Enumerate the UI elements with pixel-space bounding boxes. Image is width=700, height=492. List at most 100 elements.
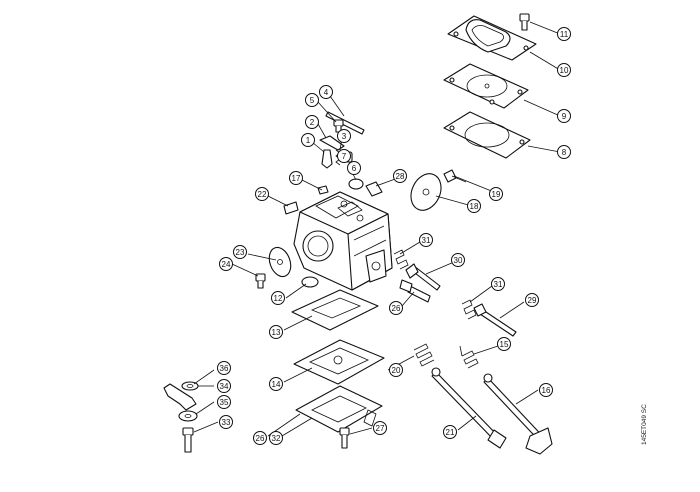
screw-19-part [443,169,467,183]
callout-4: 4 [319,85,333,99]
callout-label: 28 [396,172,405,181]
callout-5: 5 [305,93,319,107]
callout-label: 15 [500,340,509,349]
callout-label: 31 [494,280,503,289]
callout-label: 5 [310,96,315,105]
callout-label: 7 [342,152,347,161]
adjusting-screw-30-part [405,263,441,291]
callout-label: 13 [272,328,281,337]
callout-label: 10 [560,66,569,75]
callout-label: 18 [470,202,479,211]
callout-16: 16 [539,383,553,397]
leader-lines [193,21,561,437]
callout-label: 30 [454,256,463,265]
callout-22: 22 [255,187,269,201]
callout-8: 8 [557,145,571,159]
callout-20: 20 [389,363,403,377]
callout-1: 1 [301,133,315,147]
gasket-part [443,111,531,159]
adjusting-screw-26-part [399,279,431,303]
callout-label: 29 [528,296,537,305]
callout-label: 24 [222,260,231,269]
plug-part [348,178,364,190]
callout-33: 33 [219,415,233,429]
spring-15-part [459,345,479,369]
callout-32: 32 [269,431,283,445]
callout-label: 31 [422,236,431,245]
bottom-cover-part [295,385,383,433]
callout-label: 26 [256,434,265,443]
inlet-needle-part [321,149,333,169]
pin-part [325,111,365,135]
callout-3: 3 [337,129,351,143]
callout-23: 23 [233,245,247,259]
callout-label: 26 [392,304,401,313]
callout-26: 26 [253,431,267,445]
callout-11: 11 [557,27,571,41]
screw-33-part [182,427,194,453]
cover-part [447,15,537,61]
valve-part [283,201,299,215]
callout-12: 12 [271,291,285,305]
callout-label: 12 [274,294,283,303]
bracket-36-part [163,383,197,411]
callout-label: 16 [542,386,551,395]
callout-label: 35 [220,398,229,407]
callout-10: 10 [557,63,571,77]
callout-24: 24 [219,257,233,271]
screw-27-part [339,427,350,449]
callout-label: 27 [376,424,385,433]
callout-label: 32 [272,434,281,443]
callout-9: 9 [557,109,571,123]
spring-31a-part [393,249,409,270]
callout-label: 11 [560,30,569,39]
callout-label: 1 [306,136,311,145]
metering-diaphragm-part [293,339,385,385]
callout-28: 28 [393,169,407,183]
callout-label: 8 [562,148,567,157]
callout-label: 6 [352,164,357,173]
diaphragm-part [443,63,529,109]
washer-35-part [178,410,198,422]
callout-7: 7 [337,149,351,163]
callout-label: 36 [220,364,229,373]
callout-label: 21 [446,428,455,437]
drawing-code: 145ET049 SC [641,404,648,445]
callout-26: 26 [389,301,403,315]
filter-cup-part [301,276,319,288]
spring-20-part [413,343,435,367]
gasket-13-part [291,289,379,331]
callout-label: 2 [310,118,315,127]
throttle-shaft-21-part [431,367,507,449]
callout-27: 27 [373,421,387,435]
callout-36: 36 [217,361,231,375]
callout-31: 31 [491,277,505,291]
callout-6: 6 [347,161,361,175]
callout-label: 14 [272,380,281,389]
callout-label: 3 [342,132,347,141]
callout-2: 2 [305,115,319,129]
callout-label: 20 [392,366,401,375]
callout-label: 23 [236,248,245,257]
lever-part [319,135,345,151]
callout-label: 34 [220,382,229,391]
carburetor-body [293,191,393,291]
callout-29: 29 [525,293,539,307]
callout-15: 15 [497,337,511,351]
callout-label: 19 [492,190,501,199]
callout-13: 13 [269,325,283,339]
callout-label: 4 [324,88,329,97]
choke-shaft-16-part [483,373,553,455]
callout-label: 17 [292,174,301,183]
spring-31b-part [461,299,477,320]
screw-24-part [255,273,266,289]
screw-part [519,13,530,31]
callout-35: 35 [217,395,231,409]
callout-21: 21 [443,425,457,439]
callout-label: 33 [222,418,231,427]
callout-34: 34 [217,379,231,393]
check-valve-part [365,181,383,197]
